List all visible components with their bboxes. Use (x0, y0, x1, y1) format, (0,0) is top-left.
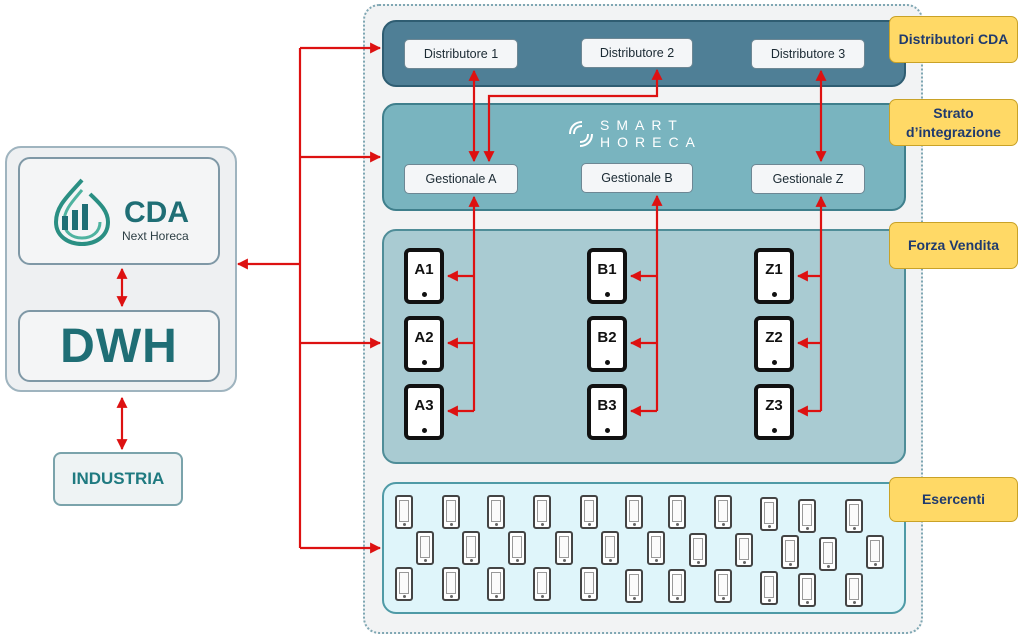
smartphone-icon (580, 567, 598, 601)
smartphone-icon (625, 495, 643, 529)
smartphone-icon (442, 495, 460, 529)
tablet-icon: Z1 (754, 248, 794, 304)
smartphone-icon (462, 531, 480, 565)
forza-vendita-layer (382, 229, 906, 464)
dwh-box (18, 310, 220, 382)
tablet-icon: A3 (404, 384, 444, 440)
smartphone-icon (689, 533, 707, 567)
tablet-icon: Z3 (754, 384, 794, 440)
smartphone-icon (735, 533, 753, 567)
smartphone-icon (601, 531, 619, 565)
distributore-node: Distributore 3 (751, 39, 865, 69)
smartphone-icon (580, 495, 598, 529)
smartphone-icon (487, 567, 505, 601)
distributore-node: Distributore 2 (581, 38, 693, 68)
smart-logo-line2: HORECA (600, 134, 702, 150)
smartphone-icon (395, 495, 413, 529)
smartphone-icon (442, 567, 460, 601)
smartphone-icon (508, 531, 526, 565)
smartphone-icon (647, 531, 665, 565)
tablet-icon: B2 (587, 316, 627, 372)
smartphone-icon (395, 567, 413, 601)
dwh-label: DWH (60, 319, 178, 373)
smartphone-icon (866, 535, 884, 569)
smartphone-icon (845, 499, 863, 533)
tablet-icon: Z2 (754, 316, 794, 372)
smartphone-icon (760, 497, 778, 531)
cda-logo-box (18, 157, 220, 265)
layer-tag-esercenti: Esercenti (889, 477, 1018, 522)
cda-brand-name: CDA (124, 196, 189, 229)
smartphone-icon (798, 573, 816, 607)
gestionale-node: Gestionale Z (751, 164, 865, 194)
smartphone-icon (416, 531, 434, 565)
smartphone-icon (668, 569, 686, 603)
smartphone-icon (533, 567, 551, 601)
smart-logo-line1: SMART (600, 117, 684, 133)
smartphone-icon (533, 495, 551, 529)
layer-tag-integrazione: Strato d’integrazione (889, 99, 1018, 146)
smartphone-icon (819, 537, 837, 571)
layer-tag-forza-vendita: Forza Vendita (889, 222, 1018, 269)
tablet-icon: B1 (587, 248, 627, 304)
tablet-icon: B3 (587, 384, 627, 440)
smartphone-icon (781, 535, 799, 569)
distributore-node: Distributore 1 (404, 39, 518, 69)
smartphone-icon (487, 495, 505, 529)
gestionale-node: Gestionale B (581, 163, 693, 193)
tablet-icon: A2 (404, 316, 444, 372)
smartphone-icon (714, 495, 732, 529)
tablet-icon: A1 (404, 248, 444, 304)
gestionale-node: Gestionale A (404, 164, 518, 194)
smart-horeca-logo-text: SMART HORECA (600, 117, 702, 151)
smartphone-icon (668, 495, 686, 529)
smart-horeca-logo-icon (569, 121, 593, 147)
smartphone-icon (625, 569, 643, 603)
smartphone-icon (845, 573, 863, 607)
layer-tag-distributori: Distributori CDA (889, 16, 1018, 63)
smartphone-icon (798, 499, 816, 533)
smartphone-icon (555, 531, 573, 565)
cda-logo-icon (53, 178, 111, 247)
cda-brand-subtitle: Next Horeca (122, 229, 189, 243)
smartphone-icon (760, 571, 778, 605)
industria-box: INDUSTRIA (53, 452, 183, 506)
smartphone-icon (714, 569, 732, 603)
